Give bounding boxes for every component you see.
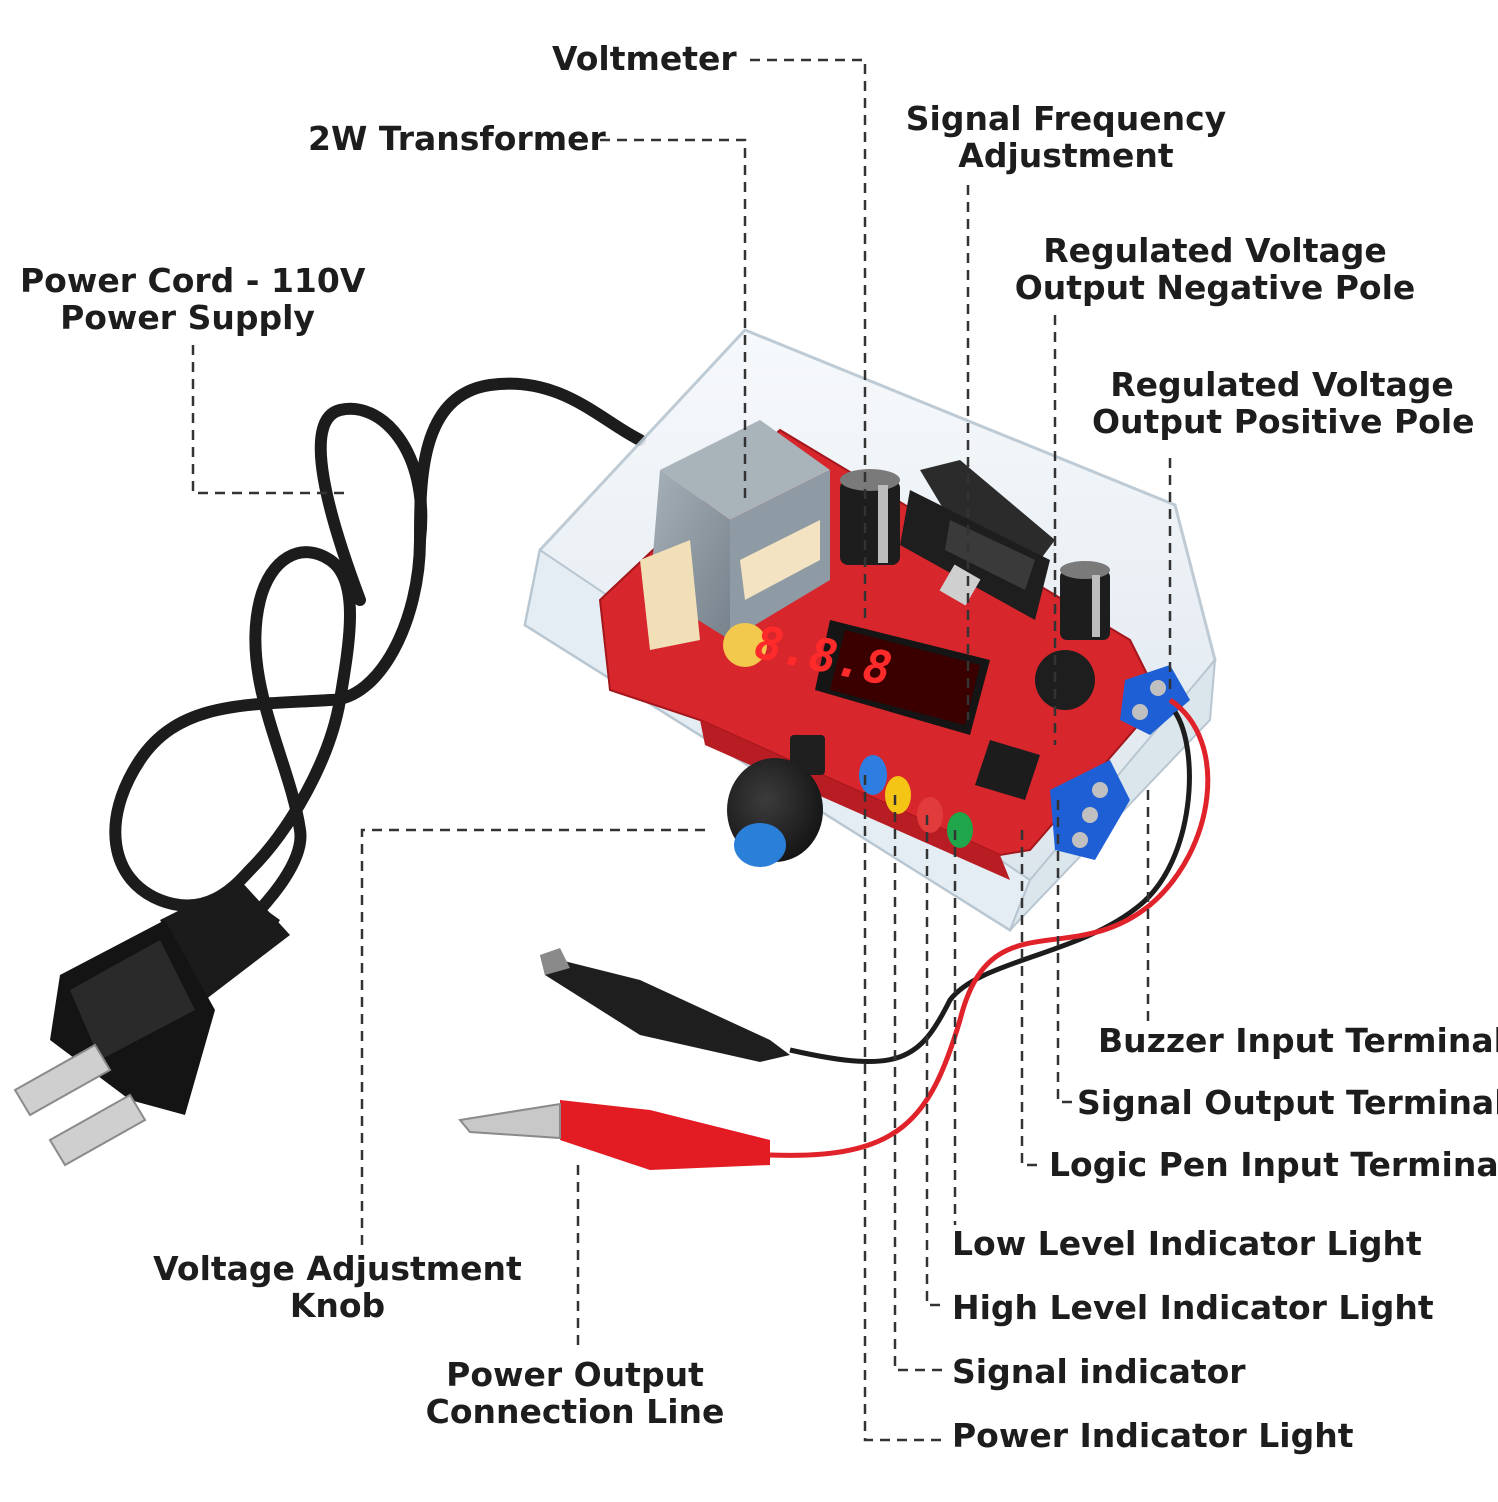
label-line: Power Cord - 110V: [20, 261, 366, 300]
label-line: Output Negative Pole: [1014, 268, 1416, 307]
alligator-clip-black: [540, 948, 790, 1062]
capacitor-left: [840, 469, 900, 565]
label-line: Voltage Adjustment: [153, 1249, 522, 1288]
led-yellow: [885, 776, 911, 814]
label-line: Regulated Voltage: [1110, 365, 1454, 404]
label-power-indicator: Power Indicator Light: [952, 1416, 1354, 1455]
terminal-block-top: [1120, 665, 1190, 735]
label-signal-output: Signal Output Terminal: [1077, 1083, 1498, 1122]
label-low-level-light: Low Level Indicator Light: [952, 1224, 1422, 1263]
label-line: Power Supply: [60, 298, 315, 337]
label-transformer: 2W Transformer: [308, 119, 606, 158]
label-signal-indicator: Signal indicator: [952, 1352, 1246, 1391]
label-output-line: Power Output Connection Line: [420, 1356, 730, 1430]
label-line: Power Output: [446, 1355, 704, 1394]
label-power-cord: Power Cord - 110V Power Supply: [20, 261, 366, 337]
label-high-level-light: High Level Indicator Light: [952, 1288, 1434, 1327]
label-line: Output Positive Pole: [1092, 402, 1475, 441]
led-green: [947, 812, 973, 848]
label-line: Signal Frequency: [905, 99, 1227, 138]
buzzer: [1035, 650, 1095, 710]
label-voltage-knob: Voltage Adjustment Knob: [150, 1250, 525, 1324]
label-signal-frequency-adjustment: Signal Frequency Adjustment: [905, 100, 1227, 174]
voltage-knob: [727, 735, 825, 867]
label-negative-pole: Regulated Voltage Output Negative Pole: [1010, 232, 1420, 306]
led-red: [917, 797, 943, 833]
label-line: Regulated Voltage: [1043, 231, 1387, 270]
label-voltmeter: Voltmeter: [552, 39, 737, 78]
alligator-clip-red: [458, 1100, 770, 1170]
ic-chip: [975, 740, 1040, 800]
label-positive-pole: Regulated Voltage Output Positive Pole: [1092, 365, 1475, 441]
power-cord-cable: [109, 377, 646, 926]
label-line: Connection Line: [425, 1392, 725, 1431]
capacitor-right: [1060, 561, 1110, 640]
label-buzzer-input: Buzzer Input Terminal: [1098, 1021, 1498, 1060]
power-plug: [13, 880, 290, 1167]
label-logic-pen-input: Logic Pen Input Terminal: [1049, 1145, 1498, 1184]
label-line: Knob: [289, 1286, 386, 1325]
led-blue: [859, 755, 887, 795]
label-line: Adjustment: [958, 136, 1174, 175]
